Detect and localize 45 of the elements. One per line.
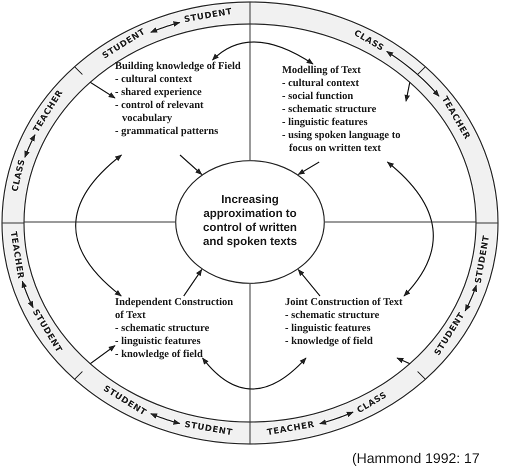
bullet-item: - social function	[282, 90, 354, 103]
double-arrow	[150, 21, 180, 33]
arrow	[298, 268, 320, 296]
bullet-item: - grammatical patterns	[115, 125, 220, 138]
bullet-item: - schematic structure	[115, 322, 210, 335]
double-arrow	[202, 357, 306, 390]
role-label: CLASS	[10, 158, 28, 194]
double-arrow	[22, 280, 34, 308]
double-arrow	[75, 154, 122, 296]
role-label: TEACHER	[266, 420, 316, 440]
bullet-item: - cultural context	[282, 77, 360, 90]
double-arrow	[319, 412, 354, 425]
arrow	[396, 357, 410, 364]
bullet-item: - linguistic features	[282, 116, 369, 129]
bullet-item: - knowledge of field	[115, 348, 204, 361]
arrow	[404, 82, 410, 102]
arrow	[183, 268, 202, 296]
stage-heading: Joint Construction of Text	[285, 296, 404, 309]
stage-heading: Building knowledge of Field	[115, 60, 242, 73]
double-arrow	[24, 134, 36, 158]
stage-heading: Independent Construction of Text	[115, 296, 234, 322]
stage-heading: Modelling of Text	[282, 64, 362, 77]
role-label: STUDENT	[474, 234, 493, 284]
bullet-item: - control of relevant vocabulary	[115, 99, 205, 125]
bullet-item: - using spoken language to focus on written text	[282, 129, 402, 155]
role-label: STUDENT	[184, 420, 234, 440]
bullet-item: - linguistic features	[115, 335, 202, 348]
bullet-item: - cultural context	[115, 73, 193, 86]
bullet-item: - schematic structure	[285, 309, 380, 322]
role-label: TEACHER	[6, 231, 26, 280]
arrow	[298, 161, 320, 176]
double-arrow	[386, 162, 434, 297]
bullet-item: - linguistic features	[285, 322, 372, 335]
arrow	[90, 82, 116, 98]
double-arrow	[464, 284, 478, 312]
bullet-item: - schematic structure	[282, 103, 378, 116]
double-arrow	[150, 413, 180, 425]
arrow	[90, 345, 116, 364]
bullet-item: - shared experience	[115, 86, 203, 99]
arrow	[180, 154, 202, 175]
double-arrow	[212, 41, 314, 64]
bullet-item: - knowledge of field	[285, 335, 374, 348]
double-arrow	[386, 50, 440, 97]
center-text: Increasing approximation to control of written and spoken texts	[202, 193, 298, 249]
caption: (Hammond 1992: 17	[352, 450, 480, 466]
